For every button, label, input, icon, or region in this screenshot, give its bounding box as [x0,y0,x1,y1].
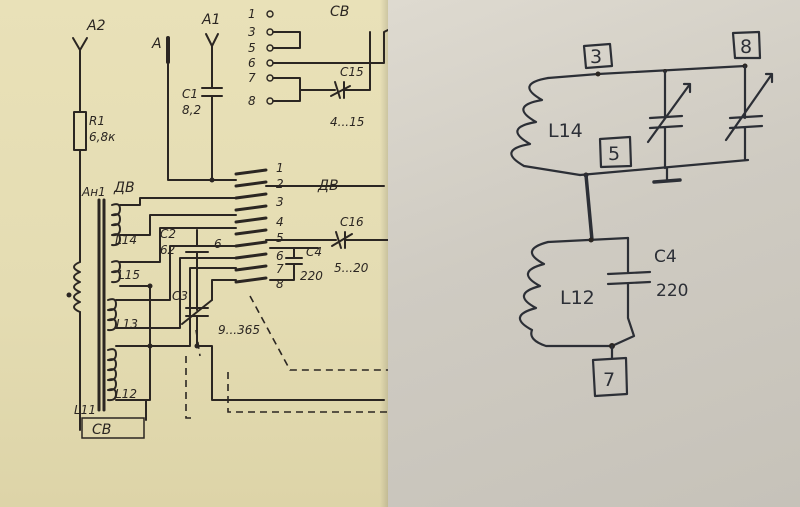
node-3: 3 [582,42,614,70]
capacitor-c4-sketch [606,236,652,348]
c2-value: 62 [160,243,175,257]
dashed-linkage [185,295,388,419]
dv-contact-8: 8 [276,277,284,291]
coil-l15 [111,260,121,284]
dv-contact-1: 1 [276,161,284,175]
sv-contact-6: 6 [248,56,256,70]
coil-l12-label: L12 [115,387,137,401]
sv-switch: 1 3 5 6 7 8 СВ C15 4...15 [248,4,388,129]
antenna-a2-coil [73,261,81,313]
c1-name: C1 [182,87,198,101]
coil-l12 [107,348,117,402]
node-7: 7 [591,356,629,398]
c15-name: C15 [340,65,364,79]
node-5: 5 [598,135,633,169]
antenna-a-label: A [151,36,162,52]
dv-contact-4: 4 [276,215,284,229]
dv-contact-6: 6 [276,249,284,263]
r1-value: 6,8к [89,130,116,144]
trimmer-capacitor-sketch [724,64,774,162]
dv-contact-3: 3 [276,195,284,209]
dv-contact-7: 7 [276,262,284,276]
variable-capacitor-sketch [646,69,692,170]
coil-l15-label: L15 [118,268,140,282]
antenna-a-a1-branch: A A1 C1 8,2 [151,12,237,183]
c2-c3-group: C2 62 6 C3 9...365 [160,227,385,401]
c4-sketch-value: 220 [656,281,688,301]
ferrite-antenna-label: Ан1 [81,185,106,199]
sv-box-label: СВ [92,422,111,438]
coil-l14-sketch-label: L14 [548,120,583,142]
inner-label-6: 6 [214,237,222,251]
c15-value: 4...15 [330,115,364,129]
c3-range: 9...365 [218,323,260,337]
c16-value: 5...20 [334,261,369,275]
node-3-label: 3 [590,46,602,68]
printed-schematic-page [0,0,388,507]
c4-sketch-name: C4 [654,247,677,267]
coil-l14-sketch [510,76,582,177]
sv-contact-8: 8 [248,94,256,108]
c4-value: 220 [300,269,323,283]
hand-sketch-page [388,0,800,507]
coil-l11-label: L11 [74,403,96,417]
sv-switch-label: СВ [330,4,349,20]
c1-value: 8,2 [182,103,201,117]
c2-name: C2 [160,227,176,241]
coil-l12-sketch-label: L12 [560,287,595,309]
node-8: 8 [731,30,762,60]
r1-name: R1 [89,114,105,128]
dv-coil-label: ДВ [113,180,135,196]
sv-contact-5: 5 [248,41,256,55]
antenna-a1-label: A1 [201,12,220,28]
sv-contact-1: 1 [248,7,256,21]
sv-contact-7: 7 [248,71,256,85]
antenna-a2-label: A2 [86,18,106,34]
c16-name: C16 [340,215,364,229]
node-7-label: 7 [603,369,615,391]
coil-l14-label: L14 [115,233,137,247]
dv-switch: 1 2 3 4 5 6 7 8 ДВ C16 5...20 C4 220 [234,161,388,291]
sv-contact-3: 3 [248,25,256,39]
coil-l12-sketch [518,240,614,348]
dv-contact-5: 5 [276,231,284,245]
dv-contact-2: 2 [276,177,284,191]
ferrite-antenna: Ан1 ДВ L14 L15 L13 L12 L11 СВ [74,180,145,439]
antenna-a2-branch: A2 R1 6,8к [66,18,116,431]
c4-name: C4 [306,245,322,259]
node-5-label: 5 [608,143,620,165]
node-8-label: 8 [740,36,752,58]
coil-l13 [107,298,117,332]
printed-schematic: A2 R1 6,8к Ан1 ДВ L14 L15 L13 L12 L11 СВ [66,4,388,439]
c3-name: C3 [172,289,188,303]
coil-l14 [111,203,121,247]
